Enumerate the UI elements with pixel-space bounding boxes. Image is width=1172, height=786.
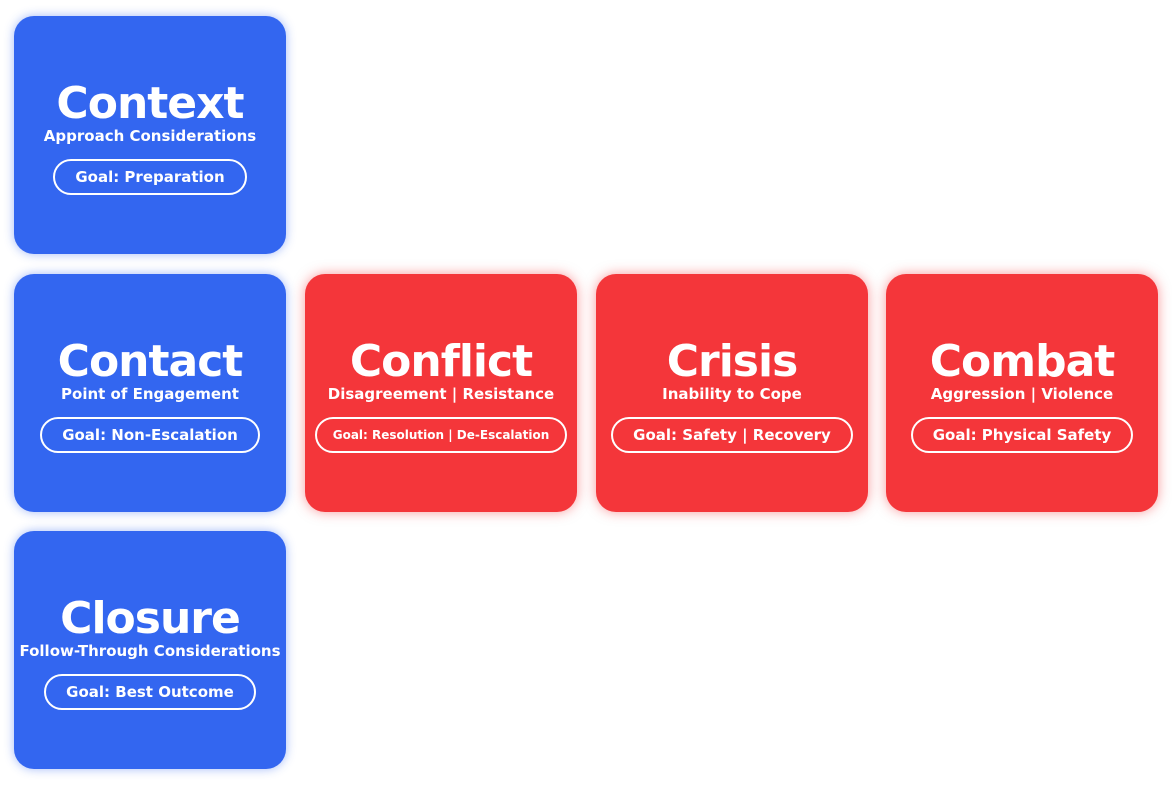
card-title: Crisis	[666, 336, 799, 387]
card-subtitle: Disagreement | Resistance	[327, 385, 555, 403]
card-subtitle: Approach Considerations	[43, 127, 257, 145]
card-crisis: Crisis Inability to Cope Goal: Safety | …	[596, 274, 868, 512]
goal-pill: Goal: Safety | Recovery	[611, 417, 853, 453]
card-title: Conflict	[349, 336, 533, 387]
card-conflict: Conflict Disagreement | Resistance Goal:…	[305, 274, 577, 512]
goal-pill: Goal: Resolution | De-Escalation	[314, 417, 568, 453]
card-contact: Contact Point of Engagement Goal: Non-Es…	[14, 274, 286, 512]
goal-pill: Goal: Best Outcome	[44, 674, 256, 710]
card-closure: Closure Follow-Through Considerations Go…	[14, 531, 286, 769]
card-subtitle: Point of Engagement	[61, 385, 239, 403]
card-title: Contact	[57, 336, 244, 387]
card-title: Context	[56, 78, 244, 129]
card-subtitle: Follow-Through Considerations	[19, 642, 281, 660]
goal-pill: Goal: Preparation	[53, 159, 247, 195]
card-context: Context Approach Considerations Goal: Pr…	[14, 16, 286, 254]
card-title: Combat	[929, 336, 1116, 387]
goal-pill: Goal: Non-Escalation	[40, 417, 260, 453]
card-subtitle: Aggression | Violence	[930, 385, 1114, 403]
goal-pill: Goal: Physical Safety	[910, 417, 1134, 453]
card-combat: Combat Aggression | Violence Goal: Physi…	[886, 274, 1158, 512]
card-title: Closure	[60, 593, 241, 644]
card-subtitle: Inability to Cope	[662, 385, 802, 403]
